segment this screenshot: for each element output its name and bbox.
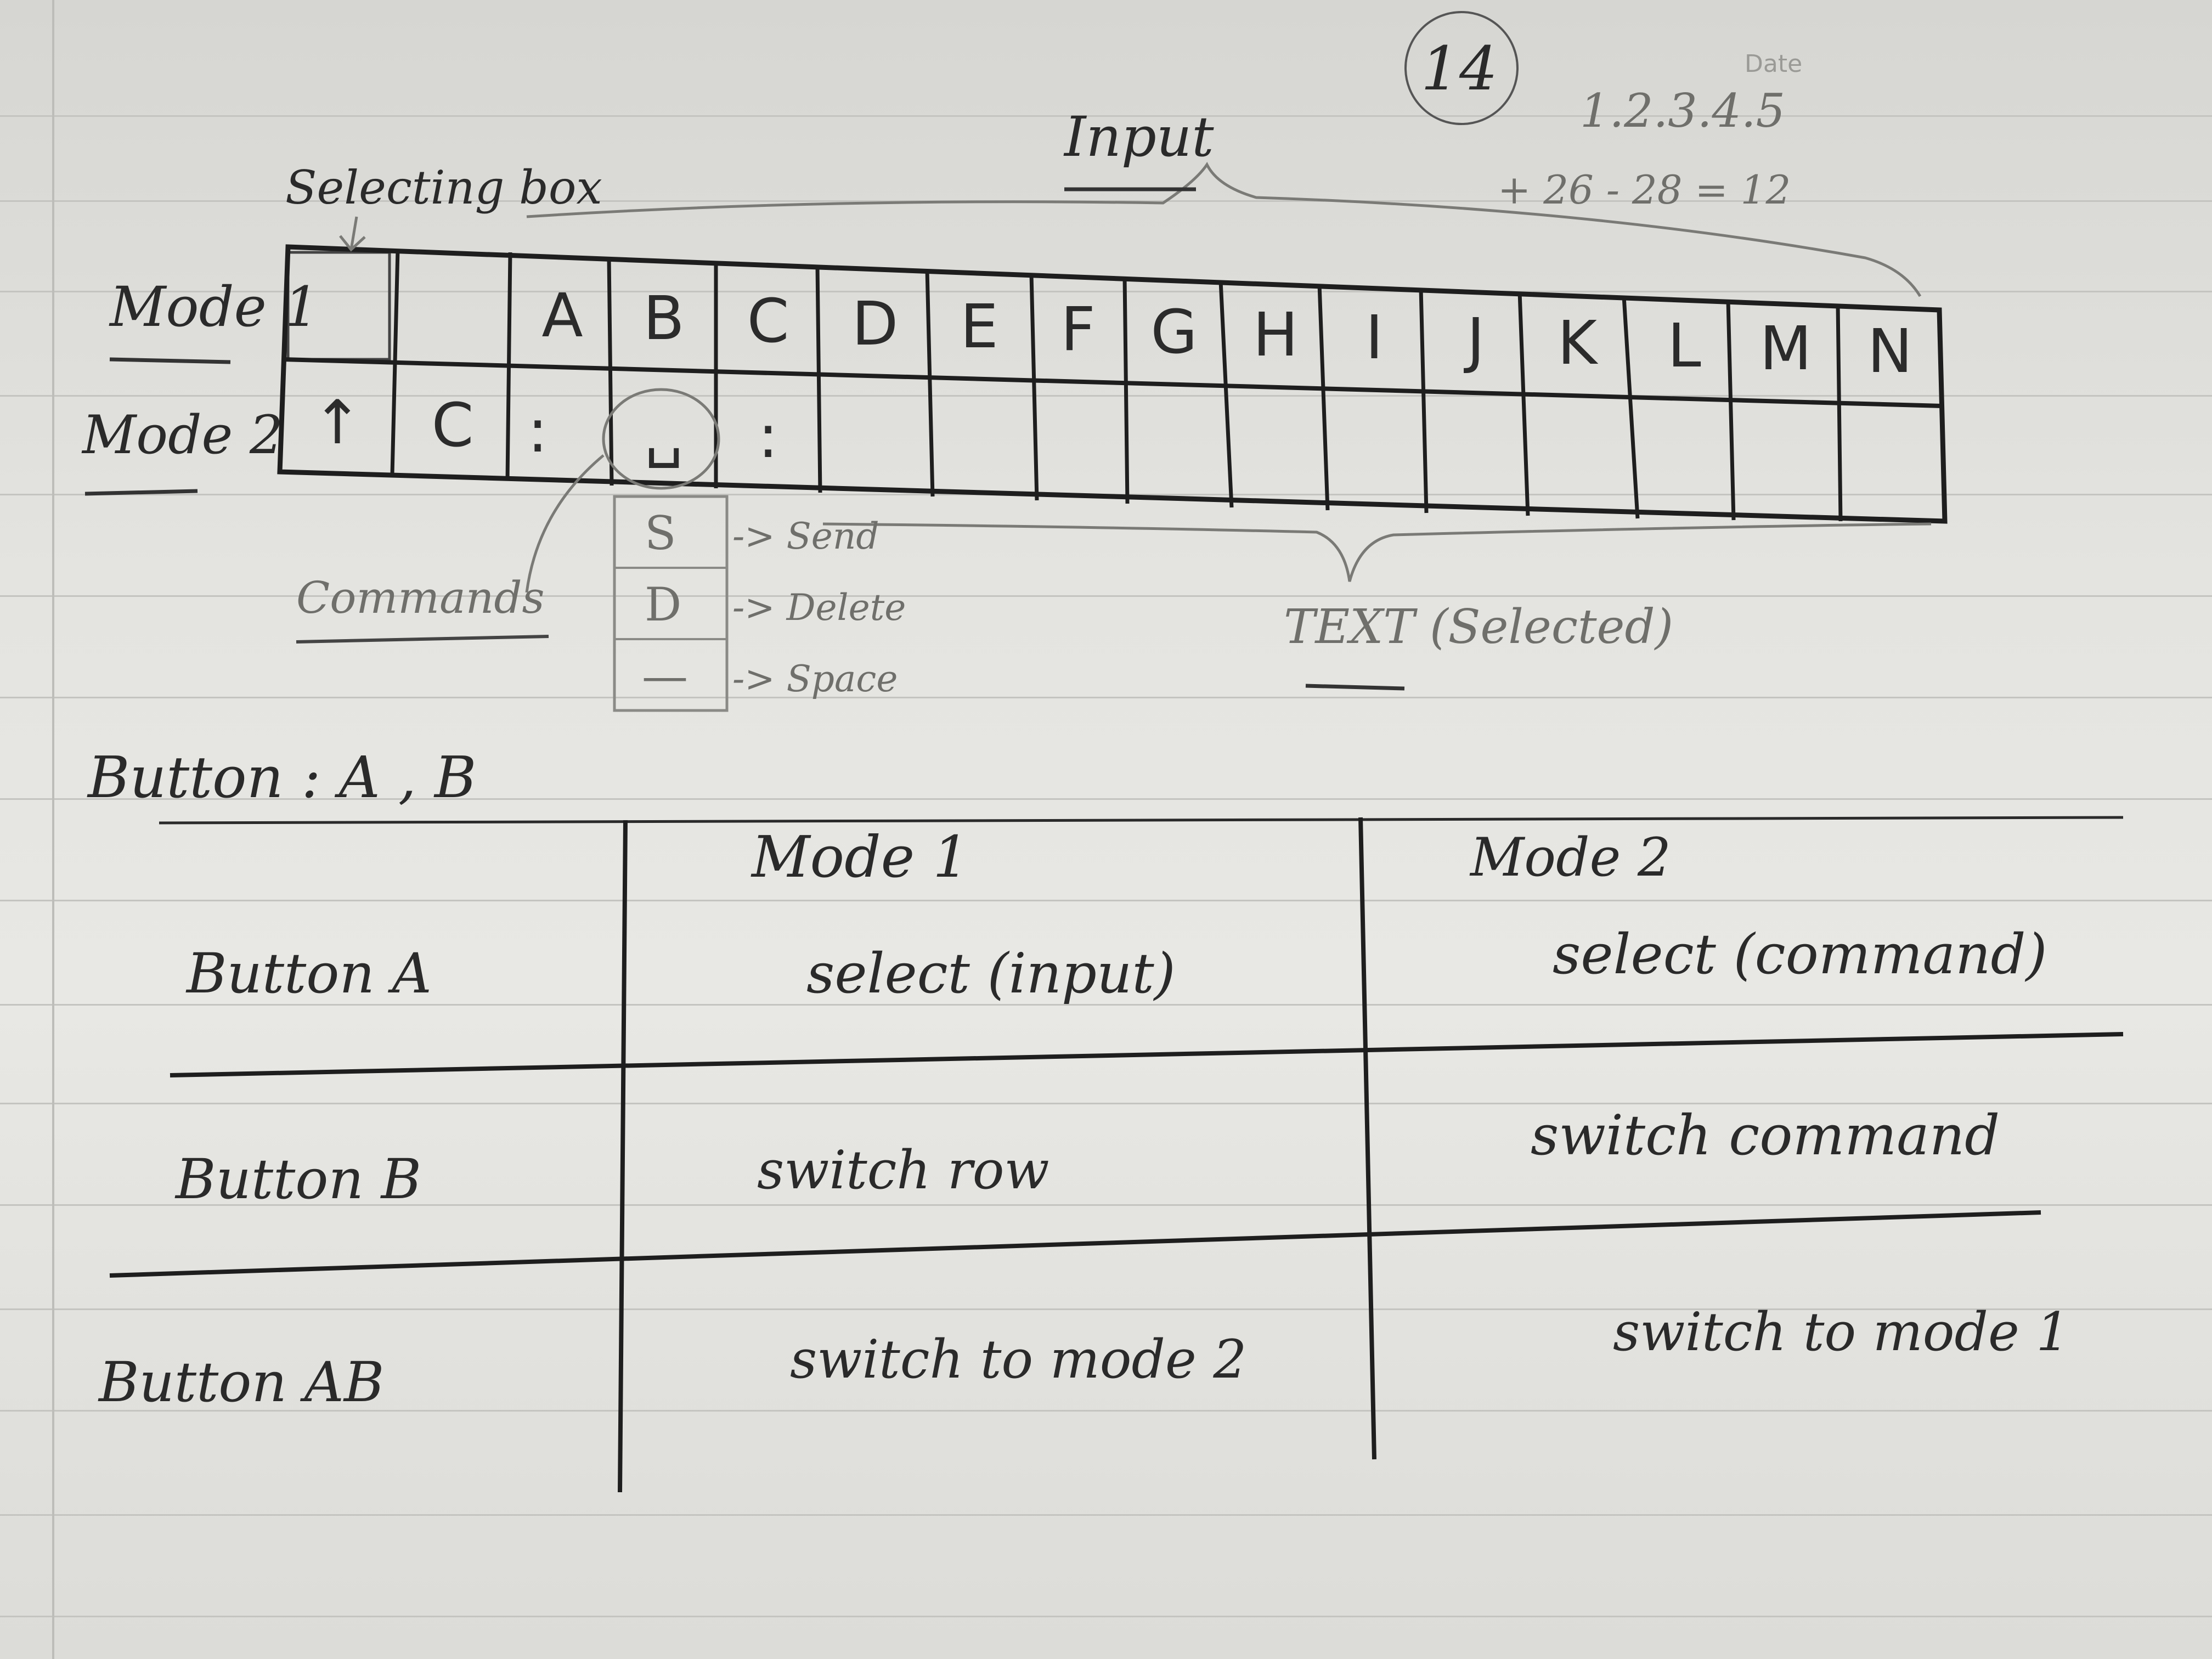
button-ab-mode2-action: switch to mode 1 <box>1613 1301 2070 1363</box>
column-header-mode1: Mode 1 <box>752 823 969 890</box>
mode2-cell-colon-left: : <box>527 396 548 466</box>
commands-box <box>613 495 729 712</box>
mode1-cell-10: H <box>1252 300 1299 370</box>
text-selected-label: TEXT (Selected) <box>1284 600 1674 654</box>
mode2-cell-space: ␣ <box>645 398 683 469</box>
space-circle <box>602 388 720 490</box>
button-a-mode1-action: select (input) <box>806 941 1176 1006</box>
button-b-mode2-action: switch command <box>1531 1103 2000 1167</box>
ruled-line <box>0 1410 2212 1412</box>
command-key-space: — <box>642 649 688 703</box>
mode1-cell-6: D <box>851 289 899 359</box>
grid-outline <box>277 244 1948 524</box>
ruled-line <box>0 1616 2212 1617</box>
ruled-line <box>0 1308 2212 1310</box>
mode1-cell-11: I <box>1365 302 1384 373</box>
ruled-line <box>0 291 2212 292</box>
input-label: Input <box>1064 105 1214 169</box>
ruled-line <box>0 1204 2212 1206</box>
command-key-send: S <box>645 506 676 560</box>
row-label-button-a: Button A <box>187 941 432 1006</box>
mode2-cell-cursor: C <box>431 390 474 460</box>
mode2-underline <box>84 489 198 496</box>
ruled-line <box>0 115 2212 117</box>
row-label-button-ab: Button AB <box>99 1350 385 1414</box>
mode1-cell-8: F <box>1060 294 1096 364</box>
mode1-cell-3: A <box>541 280 583 351</box>
button-ab-mode1-action: switch to mode 2 <box>790 1329 1247 1390</box>
command-key-delete: D <box>645 578 682 631</box>
commands-underline <box>296 635 549 644</box>
buttons-heading: Button : A , B <box>88 744 477 811</box>
mode1-cell-12: J <box>1466 305 1485 375</box>
button-a-mode2-action: select (command) <box>1553 922 2047 986</box>
button-b-mode1-action: switch row <box>757 1139 1049 1201</box>
page-number: 14 <box>1421 33 1498 104</box>
mode1-cell-5: C <box>747 286 789 356</box>
mode1-cell-4: B <box>643 283 685 353</box>
column-header-mode2: Mode 2 <box>1470 827 1671 888</box>
ruled-line <box>0 1004 2212 1006</box>
mode2-row-label: Mode 2 <box>82 404 283 466</box>
corner-numbers: 1.2.3.4.5 <box>1580 84 1786 138</box>
margin-line <box>52 0 54 1659</box>
mode1-cell-14: L <box>1667 311 1701 381</box>
row-label-button-b: Button B <box>176 1147 422 1211</box>
mode1-cell-15: M <box>1759 313 1812 383</box>
grid-column-dividers <box>390 249 1843 522</box>
mode1-cell-13: K <box>1557 308 1598 378</box>
command-desc-send: -> Send <box>732 515 879 557</box>
ruled-line <box>0 1103 2212 1104</box>
mode2-cell-colon-right: : <box>758 401 778 471</box>
ruled-line <box>0 697 2212 698</box>
mode1-cell-7: E <box>960 291 998 362</box>
ruled-line <box>0 900 2212 901</box>
text-brace <box>822 522 1932 582</box>
selecting-box-arrow <box>339 216 366 252</box>
command-desc-space: -> Space <box>732 658 898 700</box>
grid-row-divider <box>282 357 1943 408</box>
page-number-circle <box>1404 11 1519 125</box>
selecting-box-label: Selecting box <box>285 161 602 215</box>
commands-label: Commands <box>296 572 545 623</box>
commands-arrow <box>525 454 605 593</box>
mode1-cell-16: N <box>1867 316 1913 386</box>
ruled-line <box>0 395 2212 397</box>
ruled-line <box>0 798 2212 800</box>
command-desc-delete: -> Delete <box>732 586 906 629</box>
ruled-line <box>0 1514 2212 1516</box>
mode1-cell-9: G <box>1150 297 1198 367</box>
text-underline <box>1305 684 1405 691</box>
mode1-underline <box>109 357 231 364</box>
mode2-cell-up-arrow: ↑ <box>312 387 363 458</box>
ruled-line <box>0 595 2212 597</box>
input-brace <box>526 162 1922 297</box>
corner-note: + 26 - 28 = 12 <box>1498 167 1791 213</box>
date-label: Date <box>1745 50 1803 78</box>
